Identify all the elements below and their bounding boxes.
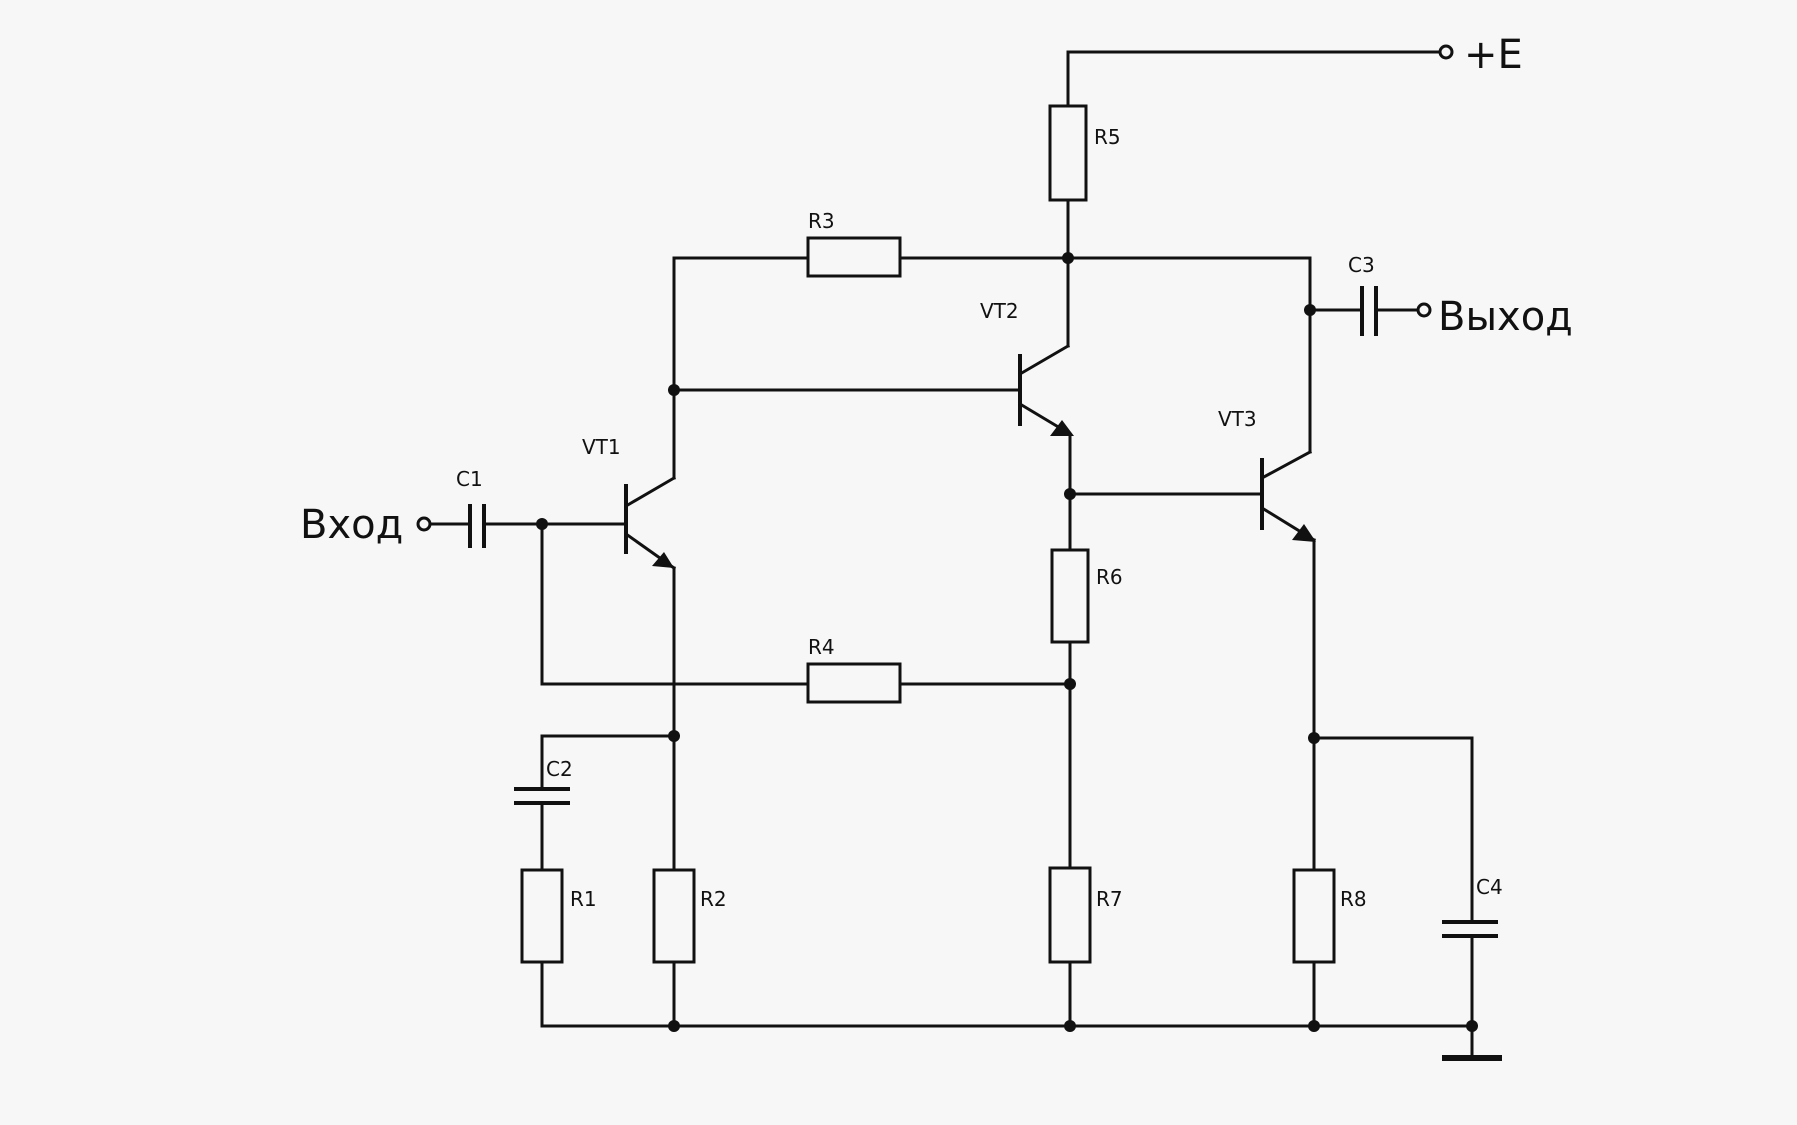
resistor-r4 <box>806 662 902 704</box>
terminal-output <box>1416 302 1432 318</box>
junction-dot <box>1062 252 1074 264</box>
resistor-r3 <box>806 236 902 278</box>
junction-dot <box>536 518 548 530</box>
terminal-supply <box>1438 44 1454 60</box>
label-c2: C2 <box>546 757 573 781</box>
resistor-r8 <box>1292 868 1336 964</box>
vt2-emitter-arrow-icon <box>1050 420 1074 436</box>
label-r4: R4 <box>808 635 835 659</box>
capacitor-c1 <box>468 504 486 548</box>
junction-dot <box>1308 1020 1320 1032</box>
resistor-r5 <box>1048 104 1088 202</box>
label-c4: C4 <box>1476 875 1503 899</box>
junction-dot <box>1304 304 1316 316</box>
label-c1: C1 <box>456 467 483 491</box>
label-r3: R3 <box>808 209 835 233</box>
label-r6: R6 <box>1096 565 1123 589</box>
junctions <box>536 252 1478 1032</box>
vt1-emitter-arrow-icon <box>652 552 674 568</box>
transistor-vt2 <box>1017 343 1074 437</box>
label-r2: R2 <box>700 887 727 911</box>
resistor-r7 <box>1048 866 1092 964</box>
capacitor-c3 <box>1360 286 1378 336</box>
resistor-r6 <box>1050 548 1090 644</box>
label-vt1: VT1 <box>582 435 621 459</box>
label-r1: R1 <box>570 887 597 911</box>
input-label: Вход <box>300 502 403 548</box>
label-r5: R5 <box>1094 125 1121 149</box>
supply-label: +E <box>1464 32 1523 78</box>
label-vt2: VT2 <box>980 299 1019 323</box>
vt3-emitter-arrow-icon <box>1292 524 1316 542</box>
capacitor-c4 <box>1442 920 1498 938</box>
transistor-vt1 <box>623 475 677 571</box>
junction-dot <box>668 730 680 742</box>
junction-dot <box>1064 678 1076 690</box>
resistor-r1 <box>520 868 564 964</box>
junction-dot <box>1064 488 1076 500</box>
capacitor-c2 <box>514 787 570 805</box>
junction-dot <box>668 1020 680 1032</box>
wires <box>428 50 1474 1060</box>
label-c3: C3 <box>1348 253 1375 277</box>
label-r8: R8 <box>1340 887 1367 911</box>
resistor-r2 <box>652 868 696 964</box>
label-vt3: VT3 <box>1218 407 1257 431</box>
junction-dot <box>668 384 680 396</box>
output-label: Выход <box>1438 294 1573 340</box>
transistor-vt3 <box>1259 449 1317 543</box>
terminal-input <box>416 516 432 532</box>
junction-dot <box>1308 732 1320 744</box>
label-r7: R7 <box>1096 887 1123 911</box>
junction-dot <box>1466 1020 1478 1032</box>
junction-dot <box>1064 1020 1076 1032</box>
